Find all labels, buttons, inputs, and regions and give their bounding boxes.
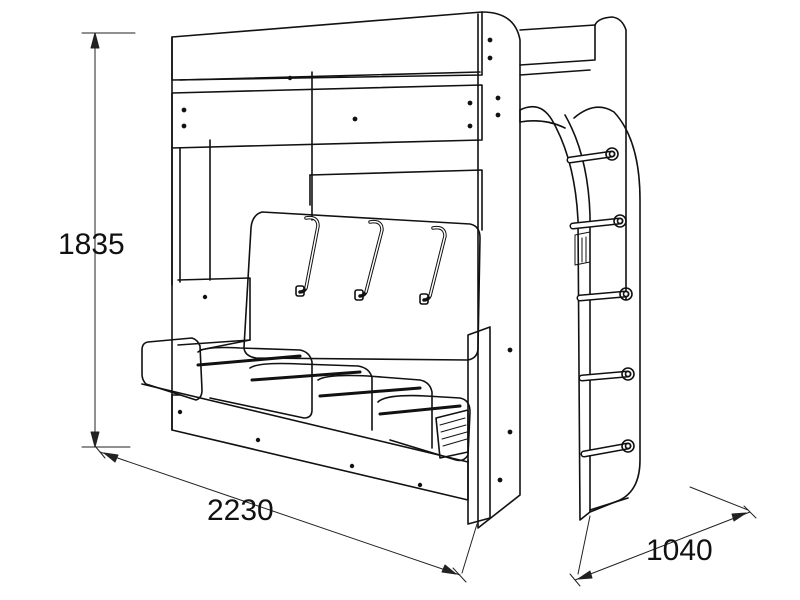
depth-dimension-label: 1040 [646, 534, 713, 567]
width-dimension-label: 2230 [207, 494, 274, 527]
sofa-backrest [243, 211, 481, 361]
lower-frame [171, 169, 483, 501]
left-post [171, 36, 211, 431]
sofa-seat [141, 337, 471, 463]
ladder-rungs [566, 147, 635, 458]
ladder [519, 105, 641, 521]
right-end-panel [477, 11, 521, 529]
front-side-panel [467, 326, 491, 525]
dimension-lines [81, 32, 757, 587]
back-upper-frame [171, 11, 627, 301]
upper-rail [171, 75, 483, 149]
height-dimension-label: 1835 [58, 228, 125, 261]
